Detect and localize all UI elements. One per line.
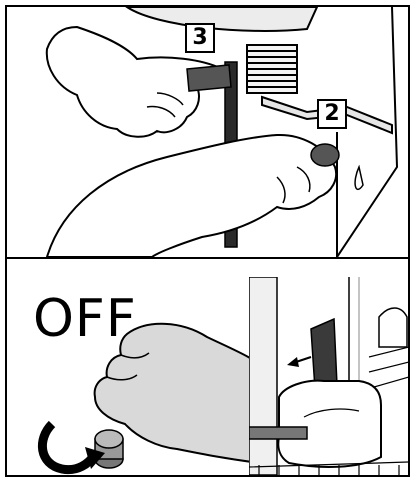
callout-step-3: 3 [185,23,215,53]
inset-detail [249,277,408,475]
callout-step-2: 2 [317,99,347,129]
step-illustration-bottom: OFF [7,259,408,477]
inset-lever [311,319,337,389]
lower-hand [47,135,336,257]
upper-handle [187,65,231,91]
control-knob [95,430,123,468]
lower-knob [311,144,339,166]
step-illustration-top: 3 2 [7,7,408,257]
inset-handle-drawing [249,277,408,475]
illustration-frame: 3 2 OFF [5,5,410,477]
spring-coil [247,45,297,93]
